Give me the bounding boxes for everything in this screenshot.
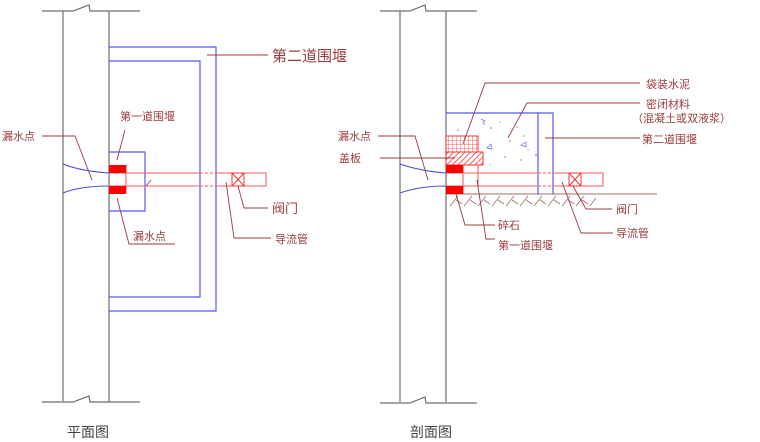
plan-diversion-pipe xyxy=(109,165,267,193)
section-cover-plate xyxy=(445,151,484,166)
section-label-diversion-pipe: 导流管 xyxy=(616,226,649,240)
plan-first-cofferdam xyxy=(109,151,146,212)
section-valve-icon xyxy=(568,172,582,187)
section-plug-top xyxy=(446,165,463,173)
section-label-leak-point: 漏水点 xyxy=(338,130,371,143)
plan-label-leak-point-bottom: 漏水点 xyxy=(133,230,166,243)
section-label-cover-plate: 盖板 xyxy=(339,151,361,165)
section-wall xyxy=(380,4,477,404)
section-caption: 剖面图 xyxy=(410,425,452,441)
section-label-valve: 阀门 xyxy=(616,202,638,216)
section-label-sealing-material: 密闭材料 xyxy=(646,97,690,111)
plan-label-second-cofferdam: 第二道围堰 xyxy=(272,47,347,65)
plan-plug-top xyxy=(109,165,126,173)
section-gravel-hatch xyxy=(449,195,597,207)
section-label-sealing-material-note: （混凝土或双液浆） xyxy=(632,111,731,125)
plan-caption: 平面图 xyxy=(67,425,109,441)
plan-label-valve: 阀门 xyxy=(272,202,298,217)
plan-plug-bottom xyxy=(109,186,126,194)
section-sealing-material-fill xyxy=(457,118,537,166)
plan-leak-curves xyxy=(62,163,110,194)
plan-label-first-cofferdam: 第一道围堰 xyxy=(120,109,175,123)
section-bagged-cement xyxy=(445,135,479,154)
section-label-second-cofferdam: 第二道围堰 xyxy=(642,132,697,146)
section-leak-curves xyxy=(399,163,447,194)
section-label-gravel: 碎石 xyxy=(498,218,520,232)
plan-view: 第二道围堰 第一道围堰 漏水点 漏水点 阀门 导流管 平面图 xyxy=(2,4,347,441)
plan-label-diversion-pipe: 导流管 xyxy=(275,232,308,246)
plan-second-cofferdam xyxy=(109,46,217,312)
section-label-first-cofferdam: 第一道围堰 xyxy=(498,238,553,252)
plan-wall xyxy=(42,4,140,403)
plan-label-leak-point-left: 漏水点 xyxy=(2,130,35,143)
section-plug-bottom xyxy=(446,186,463,194)
section-leaders xyxy=(378,82,640,240)
section-view: 袋装水泥 密闭材料 （混凝土或双液浆） 第二道围堰 漏水点 盖板 碎石 第一道围… xyxy=(338,4,731,441)
plan-leaders xyxy=(42,54,271,245)
section-second-cofferdam xyxy=(446,112,554,194)
section-label-bagged-cement: 袋装水泥 xyxy=(646,77,690,91)
plan-valve-icon xyxy=(231,172,245,187)
section-diversion-pipe xyxy=(446,165,604,194)
